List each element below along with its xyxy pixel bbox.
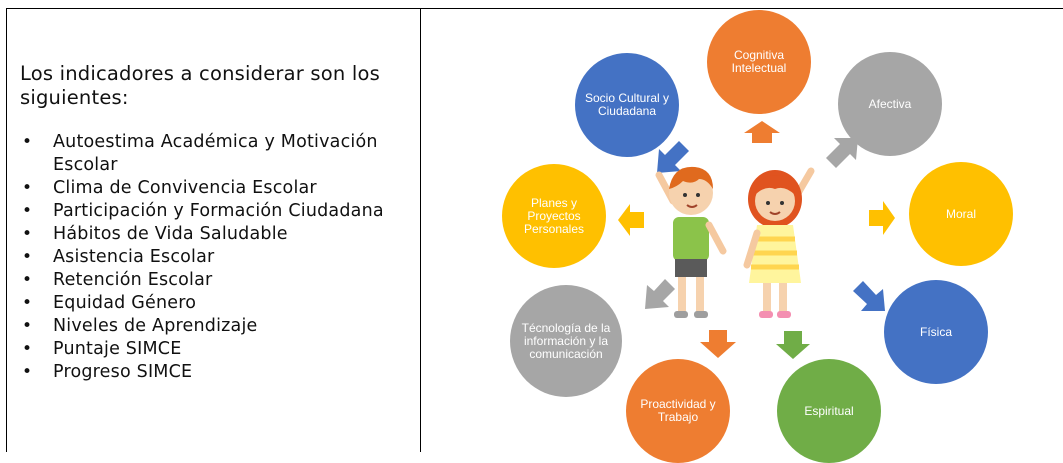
arrow-icon (744, 121, 780, 143)
table-left-border (6, 8, 7, 452)
children-illustration (655, 166, 815, 318)
list-item-text: Progreso SIMCE (53, 362, 193, 382)
node-label: Física (919, 324, 952, 339)
bullet: • (22, 270, 33, 290)
bullet: • (22, 293, 33, 313)
list-item-text: Niveles de Aprendizaje (53, 316, 258, 336)
arrow-icon (869, 201, 895, 235)
arrow-icon (700, 330, 736, 358)
table-frame (6, 8, 1063, 452)
node-label: Moral (945, 206, 976, 221)
table-column-divider (420, 8, 421, 452)
arrow-icon (645, 279, 675, 309)
node-cognitiva: Cognitiva Intelectual (707, 10, 811, 114)
node-moral: Moral (909, 162, 1013, 266)
list-item: • Retención Escolar (20, 269, 413, 292)
list-item: • Equidad Género (20, 292, 413, 315)
bullet: • (22, 201, 33, 221)
node-espiritual: Espiritual (777, 359, 881, 463)
arrow-icon (776, 331, 810, 359)
list-item-text: Retención Escolar (53, 270, 213, 290)
list-item-text: Hábitos de Vida Saludable (53, 224, 288, 244)
list-item: • Niveles de Aprendizaje (20, 315, 413, 338)
node-proactividad: Proactividad y Trabajo (626, 359, 730, 463)
node-fisica: Física (884, 280, 988, 384)
boy-illustration (655, 166, 727, 318)
node-planes: Planes y Proyectos Personales (502, 164, 606, 268)
list-item-text: Asistencia Escolar (53, 247, 215, 267)
node-label: Técnología de la información y la comuni… (521, 320, 611, 361)
arrow-icon (853, 281, 885, 311)
list-item-text: Equidad Género (53, 293, 197, 313)
list-item: • Autoestima Académica y Motivación Escol… (20, 131, 413, 177)
list-item: • Puntaje SIMCE (20, 338, 413, 361)
girl-illustration (743, 167, 815, 318)
table-top-border (6, 8, 1063, 9)
list-item-text: Puntaje SIMCE (53, 339, 182, 359)
indicators-panel: Los indicadores a considerar son los sig… (20, 0, 416, 452)
node-label: Afectiva (868, 96, 912, 111)
list-item-text: Participación y Formación Ciudadana (53, 201, 384, 221)
list-item-text: Clima de Convivencia Escolar (53, 178, 317, 198)
development-dimensions-diagram: Cognitiva Intelectual Afectiva Moral Fís… (421, 9, 1063, 463)
bullet: • (22, 224, 33, 244)
arrow-icon (618, 204, 644, 236)
node-label: Cognitiva Intelectual (731, 48, 787, 75)
list-item: • Clima de Convivencia Escolar (20, 177, 413, 200)
list-item-text: Autoestima Académica y Motivación Escola… (53, 132, 378, 175)
node-label: Planes y Proyectos Personales (523, 195, 585, 236)
list-item: • Participación y Formación Ciudadana (20, 200, 413, 223)
node-label: Proactividad y Trabajo (640, 397, 716, 424)
node-tecnologia: Técnología de la información y la comuni… (510, 285, 622, 397)
node-socio-cultural: Socio Cultural y Ciudadana (575, 53, 679, 157)
list-item: • Hábitos de Vida Saludable (20, 223, 413, 246)
bullet: • (22, 132, 33, 152)
bullet: • (22, 339, 33, 359)
node-label: Socio Cultural y Ciudadana (584, 91, 670, 118)
list-item: • Asistencia Escolar (20, 246, 413, 269)
arrow-icon (826, 138, 858, 168)
bullet: • (22, 316, 33, 336)
arrow-icon (657, 141, 689, 173)
bullet: • (22, 178, 33, 198)
indicators-heading: Los indicadores a considerar son los sig… (20, 62, 380, 109)
bullet: • (22, 362, 33, 382)
list-item: • Progreso SIMCE (20, 361, 413, 384)
bullet: • (22, 247, 33, 267)
indicators-list: • Autoestima Académica y Motivación Escol… (20, 131, 413, 384)
node-label: Espiritual (804, 403, 854, 418)
